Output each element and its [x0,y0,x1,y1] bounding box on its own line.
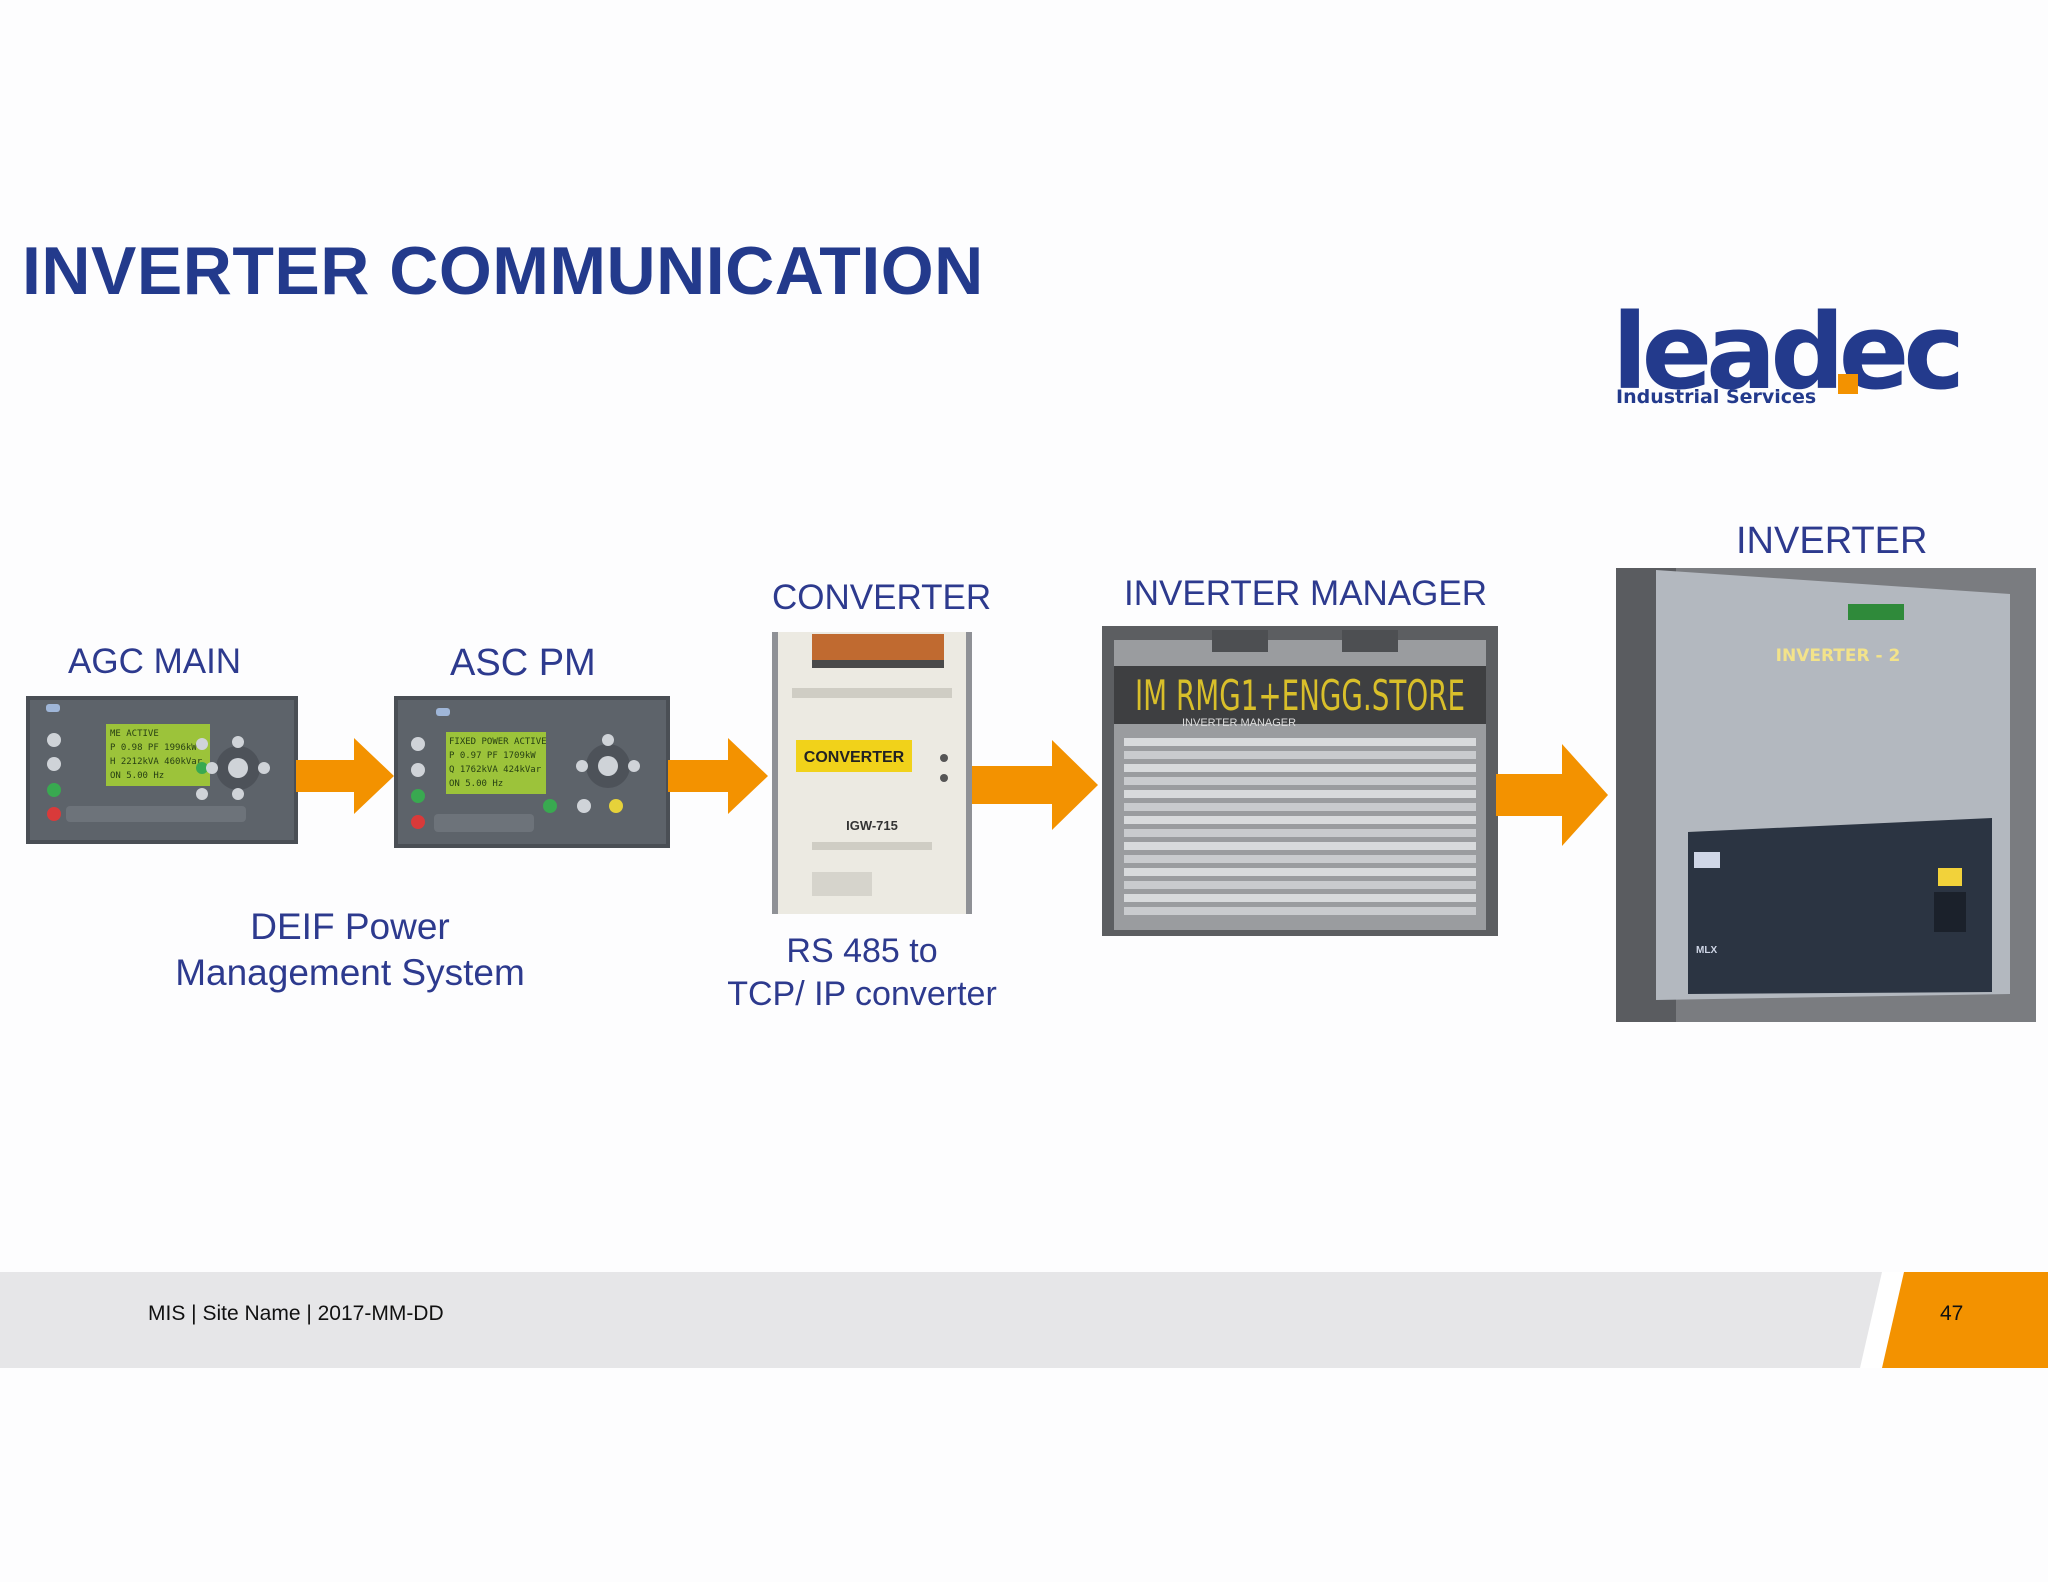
heatsink-fin [1124,907,1476,915]
asc-screen-line-2: P 0.97 PF 1709kW [449,751,536,761]
heatsink-fin [1124,790,1476,798]
arrow-manager-to-inverter [1496,744,1608,846]
heatsink-fin [1124,829,1476,837]
caption-deif-line-2: Management System [175,952,525,994]
arrow-asc-to-converter [668,738,768,814]
asc-pm-panel-image: FIXED POWER ACTIVE P 0.97 PF 1709kW Q 17… [394,696,670,848]
heatsink-fin [1124,868,1476,876]
heatsink-fin [1124,894,1476,902]
inverter-device-label: INVERTER - 2 [1776,646,1901,666]
label-inverter: INVERTER [1736,520,1928,562]
caption-converter-line-2: TCP/ IP converter [727,974,997,1013]
inverter-manager-image: IM RMG1+ENGG.STORE INVERTER MANAGER [1102,626,1498,936]
heatsink-fin [1124,777,1476,785]
logo-wordmark: leadec [1612,291,1965,413]
label-agc-main: AGC MAIN [68,642,242,681]
heatsink-fin [1124,842,1476,850]
agc-screen-line-4: ON 5.00 Hz [110,771,164,781]
logo-subtitle: Industrial Services [1616,386,1817,408]
agc-screen-line-3: H 2212kVA 460kVar [110,757,203,767]
label-inverter-manager: INVERTER MANAGER [1124,574,1488,613]
inverter-manager-device-label: IM RMG1+ENGG.STORE [1135,671,1465,720]
arrow-converter-to-manager [972,740,1098,830]
footer-accent [1860,1272,2048,1368]
inverter-model-label: MLX [1696,945,1717,956]
heatsink-fin [1124,751,1476,759]
caption-converter: RS 485 to TCP/ IP converter [712,930,1012,1015]
heatsink-fin [1124,881,1476,889]
heatsink-fin [1124,803,1476,811]
page-number: 47 [1940,1302,1964,1325]
converter-device-image: CONVERTER IGW-715 [772,632,972,914]
slide-title: INVERTER COMMUNICATION [22,233,984,309]
caption-deif-system: DEIF Power Management System [150,904,550,997]
logo-accent-dot [1838,374,1858,394]
label-converter: CONVERTER [772,578,992,617]
asc-screen-line-3: Q 1762kVA 424kVar [449,765,542,775]
leadec-logo: leadec Industrial Services [1612,300,1965,420]
converter-device-label: CONVERTER [804,749,905,766]
asc-screen-line-4: ON 5.00 Hz [449,779,503,789]
heatsink-fin [1124,738,1476,746]
heatsink-fin [1124,764,1476,772]
caption-converter-line-1: RS 485 to [786,932,938,970]
inverter-device-image: INVERTER - 2 MLX [1616,568,2036,1022]
label-asc-pm: ASC PM [450,642,596,684]
agc-screen-line-2: P 0.98 PF 1996kW [110,743,197,753]
agc-main-panel-image: ME ACTIVE P 0.98 PF 1996kW H 2212kVA 460… [26,696,298,844]
converter-model-label: IGW-715 [846,818,898,833]
agc-screen-line-1: ME ACTIVE [110,729,159,739]
inverter-manager-brand-text: INVERTER MANAGER [1182,717,1296,729]
heatsink-fin [1124,816,1476,824]
arrow-agc-to-asc [296,738,394,814]
footer-text: MIS | Site Name | 2017-MM-DD [148,1302,444,1325]
heatsink-fin [1124,855,1476,863]
footer-band [0,1272,2048,1368]
caption-deif-line-1: DEIF Power [250,906,450,947]
asc-screen-line-1: FIXED POWER ACTIVE [449,737,547,747]
heatsink-fins [1124,738,1476,915]
